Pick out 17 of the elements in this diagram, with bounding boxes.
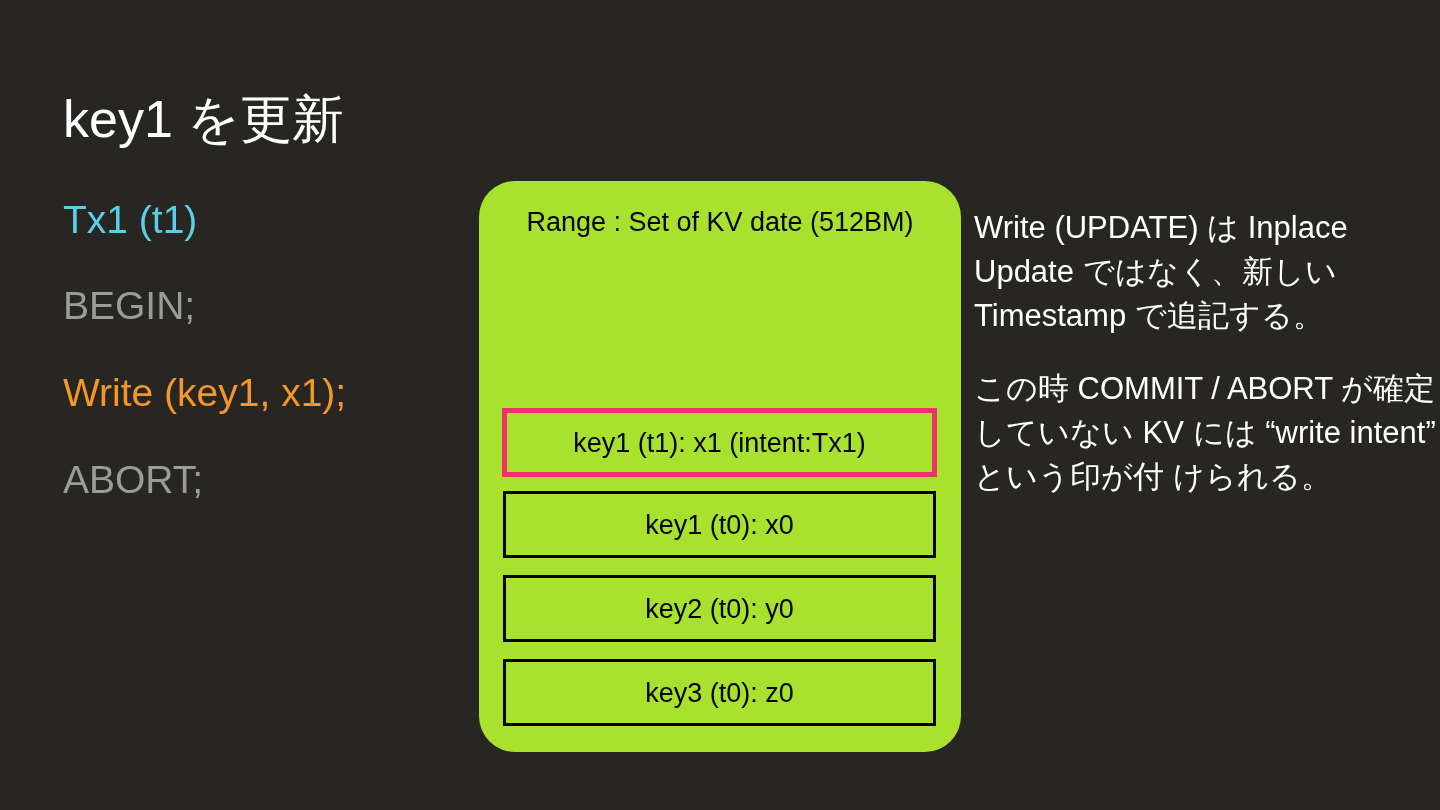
record-box <box>502 408 937 477</box>
range-title: Range : Set of KV date (512BM) <box>526 206 914 238</box>
note-paragraph: Write (UPDATE) は Inplace Update ではなく、新しい Timestamp で追記する。 <box>974 209 1349 335</box>
record-text: key1 (t1): x1 (intent:Tx1) <box>573 426 866 459</box>
record-box <box>503 575 936 642</box>
note-paragraph: この時 COMMIT / ABORT が確定していない KV には “write intent” という印が付 けられる。 <box>974 370 1437 496</box>
record-text: key1 (t0): x0 <box>645 508 794 541</box>
record-text: key2 (t0): y0 <box>645 592 794 625</box>
slide-title: key1 を更新 <box>63 89 345 150</box>
code-line: BEGIN; <box>63 283 196 329</box>
record-text: key3 (t0): z0 <box>645 676 794 709</box>
range-box <box>479 181 961 752</box>
code-line: Write (key1, x1); <box>63 370 347 416</box>
record-box <box>503 659 936 726</box>
record-box <box>503 491 936 558</box>
code-line: ABORT; <box>63 457 204 503</box>
transaction-label: Tx1 (t1) <box>63 197 198 243</box>
